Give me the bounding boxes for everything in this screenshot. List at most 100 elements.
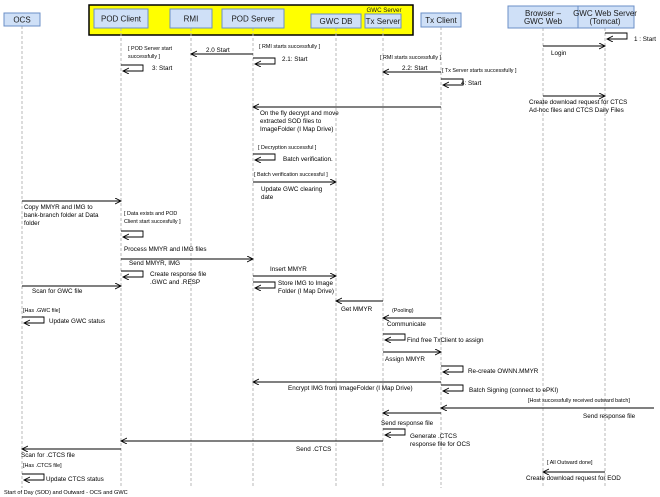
message-label-6: 2.1: Start — [282, 56, 308, 63]
actor-box-ocs[interactable] — [3, 12, 41, 27]
message-3: [ RMI starts successfully ] — [380, 55, 442, 61]
message-15: [ Batch verification successful ] — [254, 172, 328, 178]
message-label-39: Send .CTCS — [296, 446, 331, 453]
message-label-24: Scan for GWC file — [32, 288, 83, 295]
message-label-29: Communicate — [387, 321, 426, 328]
actor-label-ocs: OCS — [13, 16, 30, 25]
guard-note-26: (Pooling) — [392, 308, 414, 314]
message-label-43: Create download request for EOD — [526, 475, 621, 482]
message-label-32: Re-create OWNN.MMYR — [468, 368, 539, 375]
actor-label-tx_client: Tx Client — [425, 16, 457, 25]
message-label-28: Update GWC status — [49, 318, 105, 325]
message-4: Login — [543, 46, 605, 57]
actor-label-gwc_db: GWC DB — [320, 17, 353, 26]
message-28: Update GWC status — [22, 316, 105, 325]
actor-box-tx_client[interactable] — [420, 12, 462, 28]
self-call-arrow-0 — [605, 32, 628, 39]
message-label-0: 1 : Start — [634, 36, 656, 43]
actor-box-web_server[interactable] — [577, 5, 635, 29]
message-label-7: 2.2: Start — [402, 65, 428, 72]
self-call-arrow-10 — [441, 78, 464, 85]
guard-note-3: [ RMI starts successfully ] — [380, 55, 442, 61]
message-7: 2.2: Start — [383, 65, 441, 72]
message-8: [ Tx Server starts successfully ] — [442, 68, 517, 74]
actor-box-pod_server[interactable] — [221, 8, 285, 29]
self-call-arrow-9 — [121, 64, 144, 71]
diagram-footer: Start of Day (SOD) and Outward - OCS and… — [4, 490, 128, 496]
message-39: Send .CTCS — [121, 441, 383, 453]
message-21: Insert MMYR — [253, 266, 336, 276]
actor-label-rmi: RMI — [184, 15, 199, 24]
message-29: Communicate — [383, 318, 441, 328]
actor-box-tx_server[interactable] — [364, 13, 402, 29]
message-2: [ RMI starts successfully ] — [259, 44, 321, 50]
actor-label-tx_server: Tx Server — [366, 17, 401, 26]
message-label-25: Get MMYR — [341, 306, 373, 313]
guard-note-2: [ RMI starts successfully ] — [259, 44, 321, 50]
message-label-44: Update CTCS status — [46, 476, 104, 483]
message-label-30: Find free TxClient to assign — [407, 337, 484, 344]
message-label-36: Send response file — [583, 413, 636, 420]
message-label-10: 4: Start — [461, 80, 482, 87]
message-label-22: Create response file.GWC and .RESP — [150, 271, 207, 286]
self-call-arrow-6 — [253, 57, 276, 64]
self-call-arrow-32 — [441, 365, 464, 372]
actor-box-pod_client[interactable] — [93, 8, 149, 29]
self-call-arrow-22 — [121, 270, 144, 277]
message-13: [ Decryption successful ] — [258, 145, 317, 151]
message-label-4: Login — [551, 50, 567, 57]
self-call-arrow-34 — [441, 384, 464, 391]
guard-note-27: [Has .GWC file] — [23, 308, 61, 314]
message-label-14: Batch verification. — [283, 156, 333, 163]
message-label-40: Scan for .CTCS file — [21, 452, 75, 459]
message-19: Process MMYR and IMG files — [121, 230, 207, 253]
guard-note-13: [ Decryption successful ] — [258, 145, 317, 151]
message-0: 1 : Start — [605, 32, 656, 43]
message-35: [Host successfully received outward batc… — [528, 398, 630, 404]
message-1: 2.0 Start — [191, 47, 253, 54]
message-24: Scan for GWC file — [22, 286, 121, 295]
actor-box-rmi[interactable] — [169, 8, 213, 29]
actor-label-pod_client: POD Client — [101, 15, 142, 24]
message-label-37: Send response file — [381, 420, 434, 427]
actor-box-gwc_db[interactable] — [310, 13, 362, 29]
message-9: 3: Start — [121, 64, 173, 72]
message-33: Encrypt IMG from ImageFolder (I Map Driv… — [253, 382, 441, 392]
actor-label-pod_server: POD Server — [231, 15, 274, 24]
guard-note-35: [Host successfully received outward batc… — [528, 398, 630, 404]
message-22: Create response file.GWC and .RESP — [121, 270, 207, 286]
message-label-33: Encrypt IMG from ImageFolder (I Map Driv… — [288, 385, 413, 392]
message-31: Assign MMYR — [383, 352, 441, 363]
message-label-21: Insert MMYR — [270, 266, 307, 273]
guard-note-15: [ Batch verification successful ] — [254, 172, 328, 178]
message-42: [Has .CTCS file] — [23, 463, 62, 469]
message-10: 4: Start — [441, 78, 482, 87]
message-20: Send MMYR, IMG — [121, 259, 253, 267]
message-6: 2.1: Start — [253, 56, 308, 64]
self-call-arrow-30 — [383, 333, 406, 340]
self-call-arrow-23 — [253, 281, 276, 288]
message-34: Batch Signing (connect to ePKI) — [441, 384, 558, 394]
guard-note-8: [ Tx Server starts successfully ] — [442, 68, 517, 74]
message-36: Send response file — [441, 408, 654, 420]
message-label-20: Send MMYR, IMG — [129, 260, 180, 267]
message-44: Update CTCS status — [22, 473, 104, 483]
guard-note-42: [Has .CTCS file] — [23, 463, 62, 469]
message-label-31: Assign MMYR — [385, 356, 425, 363]
self-call-arrow-19 — [121, 230, 144, 237]
actor-label-web_server: GWC Web Server(Tomcat) — [573, 9, 637, 26]
message-41: [ All Outward done] — [547, 460, 593, 466]
